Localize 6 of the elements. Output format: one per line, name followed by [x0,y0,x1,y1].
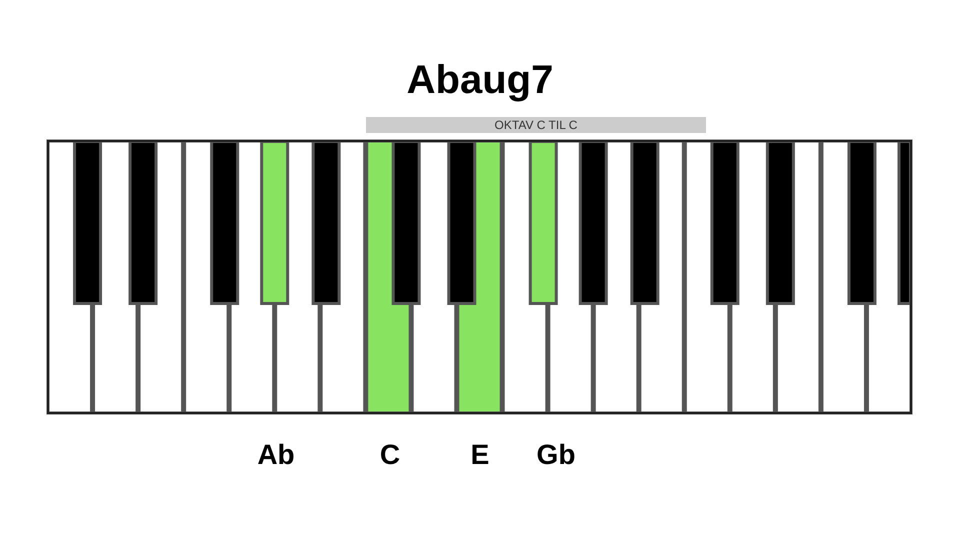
note-name: C [380,439,400,471]
note-name: E [470,439,490,471]
octave-range-bar: OKTAV C TIL C [366,117,706,133]
note-name: Gb [536,439,576,471]
chord-title: Abaug7 [406,57,554,103]
note-name: Ab [257,439,295,471]
